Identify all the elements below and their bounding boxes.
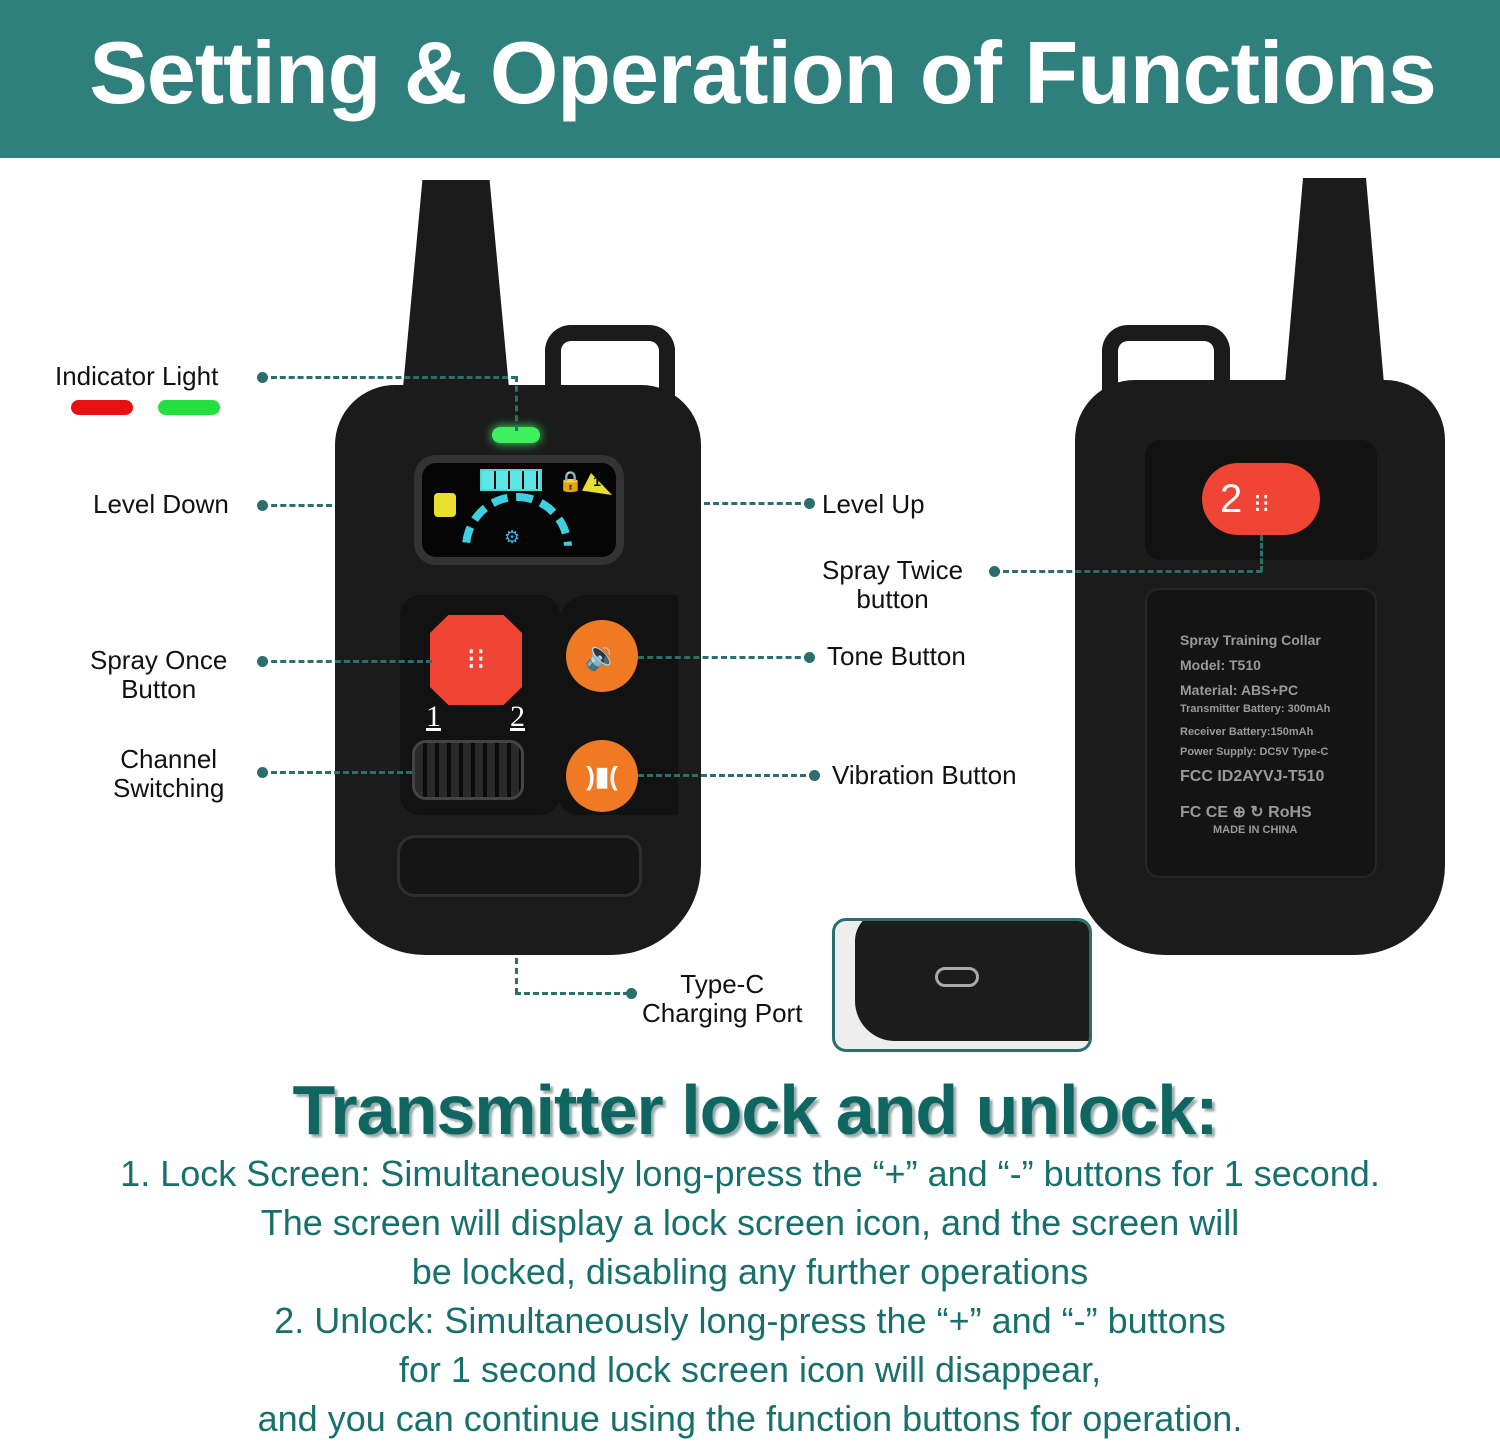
level-up-label: Level Up [822,489,925,519]
channel-label-2: 2 [510,700,525,733]
instruction-line: be locked, disabling any further operati… [411,1251,1089,1292]
red-indicator-swatch [71,400,133,415]
tone-button[interactable]: 🔉 [566,620,638,692]
vibration-button[interactable]: )▮( [566,740,638,812]
channel-label-1: 1 [426,700,441,733]
type-c-label: Type-C Charging Port [642,969,803,1028]
lock-icon: 🔒 [558,471,583,493]
instruction-line: 1. Lock Screen: Simultaneously long-pres… [120,1153,1380,1194]
type-c-port-inset [832,918,1092,1052]
antenna [400,180,512,420]
plate-line: Spray Training Collar [1180,632,1321,648]
plate-line: Transmitter Battery: 300mAh [1180,703,1331,715]
plate-line: FCC ID2AYVJ-T510 [1180,768,1325,785]
spec-plate [1145,588,1377,878]
vibration-button-label: Vibration Button [832,760,1017,790]
tone-button-label: Tone Button [827,641,966,671]
plate-line: Model: T510 [1180,657,1261,673]
channel-switching-label: Channel Switching [113,744,225,803]
spray-once-label: Spray Once Button [90,645,228,704]
channel-switch[interactable] [412,740,524,800]
instruction-line: for 1 second lock screen icon will disap… [398,1349,1102,1390]
vibration-screen-icon [434,493,456,517]
made-in: MADE IN CHINA [1213,824,1298,836]
plate-line: Material: ABS+PC [1180,682,1299,698]
level-indicator: 1 [582,473,612,495]
instruction-line: The screen will display a lock screen ic… [260,1202,1240,1243]
spray-once-button[interactable]: ⁝⁝ [430,615,522,705]
lock-heading: Transmitter lock and unlock: [292,1071,1219,1149]
certification-marks: FC CE ⊕ ↻ RoHS [1180,804,1312,821]
instruction-line: 2. Unlock: Simultaneously long-press the… [274,1300,1226,1341]
indicator-light [492,427,540,443]
header-banner [0,0,1500,158]
instruction-line: and you can continue using the function … [257,1398,1243,1439]
level-down-label: Level Down [93,489,229,519]
indicator-light-label: Indicator Light [55,361,219,391]
spray-twice-label: Spray Twice button [822,555,964,614]
green-indicator-swatch [158,400,220,415]
usb-c-port [935,967,979,987]
spray-twice-button[interactable]: 2 ⁝⁝ [1202,463,1320,535]
page-title: Setting & Operation of Functions [89,23,1437,122]
battery-icon [480,469,542,491]
gear-icon: ⚙ [504,527,521,547]
plate-line: Power Supply: DC5V Type-C [1180,746,1329,758]
grip-panel [397,835,642,897]
lcd-screen: 🔒 1 ⚙ [414,455,624,565]
channel-number: 2 [1220,477,1243,521]
plate-line: Receiver Battery:150mAh [1180,726,1314,738]
